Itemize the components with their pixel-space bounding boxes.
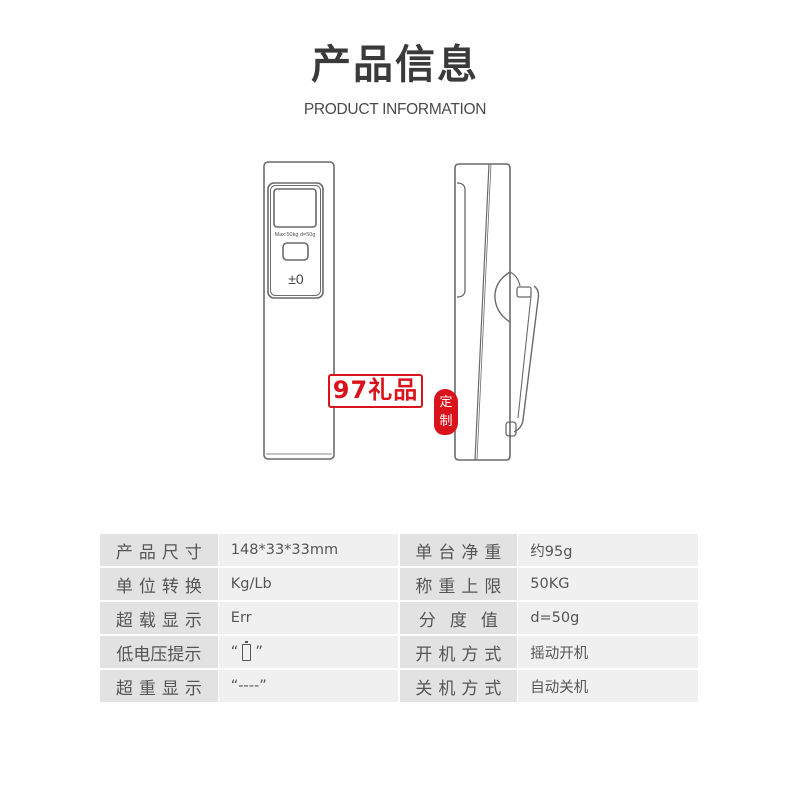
spec-label: 单台净重 (399, 534, 518, 566)
capacity-label: Max:50kg d=50g (275, 232, 316, 238)
table-row: 产品尺寸 148*33*33mm 单台净重 约95g (100, 534, 698, 568)
product-illustration: Max:50kg d=50g ±0 (263, 161, 540, 461)
table-row: 超重显示 “----” 关机方式 自动关机 (100, 670, 698, 704)
spec-value: Kg/Lb (218, 568, 398, 600)
table-row: 单位转换 Kg/Lb 称重上限 50KG (100, 568, 698, 602)
seal-char-top: 定 (439, 395, 453, 410)
spec-label: 单位转换 (100, 568, 218, 600)
spec-value: “----” (218, 670, 398, 702)
quote-close: ” (255, 644, 263, 660)
spec-value: d=50g (518, 602, 699, 634)
spec-value: “ ” (218, 636, 398, 668)
spec-label: 低电压提示 (100, 636, 218, 668)
brand-watermark: 97礼品 (328, 374, 423, 408)
spec-value: Err (218, 602, 398, 634)
spec-value: 自动关机 (518, 670, 698, 702)
battery-icon (242, 640, 252, 661)
tare-label: ±0 (288, 271, 304, 287)
custom-seal-stamp: 定 制 (434, 389, 458, 435)
spec-value: 148*33*33mm (218, 534, 398, 566)
table-row: 低电压提示 “ ” 开机方式 摇动开机 (100, 636, 698, 670)
spec-label: 产品尺寸 (100, 534, 218, 566)
seal-char-bottom: 制 (439, 414, 453, 429)
spec-label: 超载显示 (100, 602, 218, 634)
spec-value: 50KG (518, 568, 698, 600)
page-subtitle: PRODUCT INFORMATION (303, 101, 487, 118)
spec-table: 产品尺寸 148*33*33mm 单台净重 约95g 单位转换 Kg/Lb 称重… (100, 534, 699, 704)
scale-side-view-icon (454, 163, 540, 461)
spec-label: 分度值 (399, 602, 518, 634)
table-row: 超载显示 Err 分度值 d=50g (100, 602, 699, 636)
spec-label: 超重显示 (100, 670, 218, 702)
scale-front-view-icon (263, 161, 335, 460)
quote-open: “ (230, 644, 239, 660)
spec-value: 约95g (518, 534, 698, 566)
spec-label: 开机方式 (399, 636, 518, 668)
spec-label: 关机方式 (399, 670, 518, 702)
page-title: 产品信息 (311, 42, 479, 88)
spec-label: 称重上限 (399, 568, 518, 600)
spec-value: 摇动开机 (518, 636, 698, 668)
